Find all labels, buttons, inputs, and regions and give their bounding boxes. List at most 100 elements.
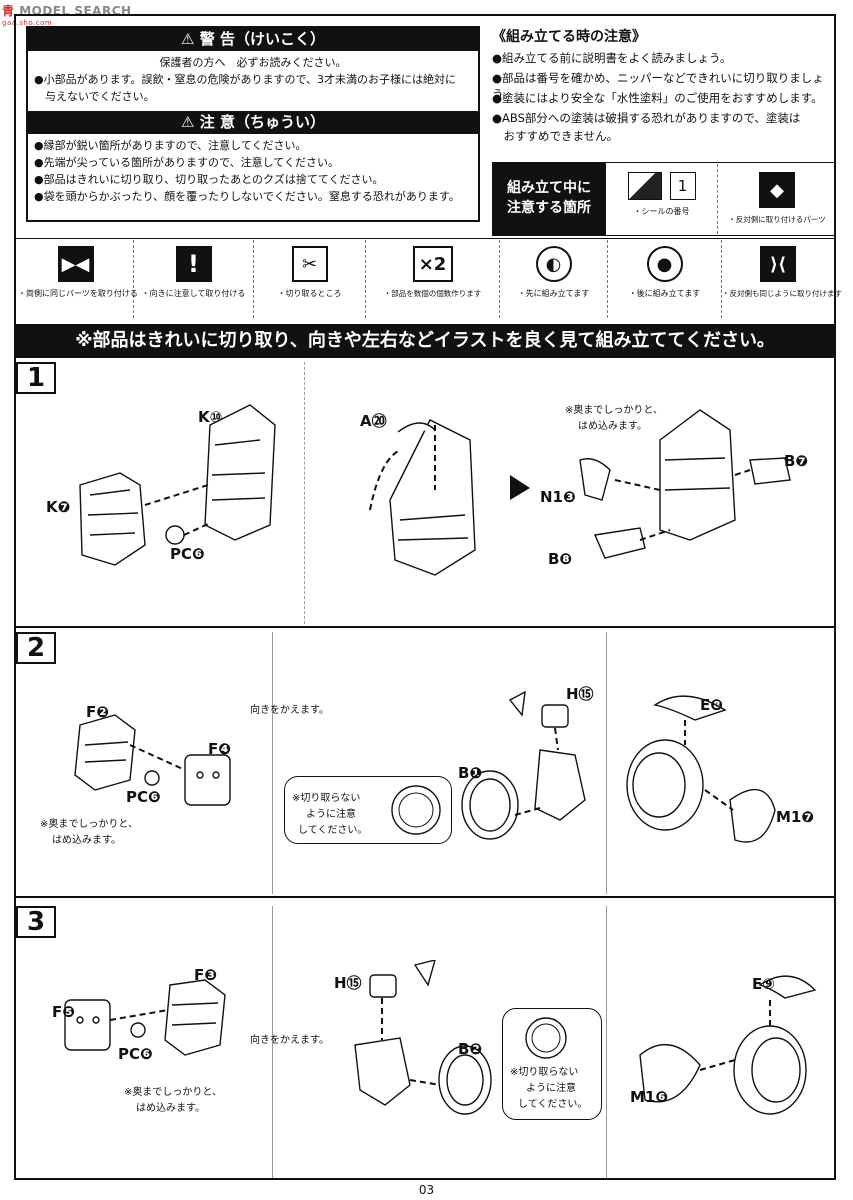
mirror-side-icon: ⟩⟨ — [760, 246, 796, 282]
step-3-cut-line-3: してください。 — [518, 1099, 588, 1110]
legend-first: ◐ ・先に組み立てます — [500, 240, 608, 318]
page-frame — [14, 14, 836, 1180]
step-3-label-b2: B❷ — [458, 1040, 483, 1058]
legend-first-label: ・先に組み立てます — [517, 289, 590, 298]
legend-later: ● ・後に組み立てます — [608, 240, 722, 318]
step-1-illustration-a — [79, 404, 276, 566]
assemble-later-icon: ● — [646, 246, 683, 282]
watermark-logo: 青 — [2, 4, 15, 18]
warning-line-0: 保護者の方へ 必ずお読みください。 — [159, 56, 347, 69]
step-1-split — [304, 362, 305, 624]
step-divider-1 — [14, 626, 836, 628]
notes-line-4: ●ABS部分への塗装は破損する恐れがありますので、塗装は — [492, 111, 801, 125]
legend-both-sides: ▶◀ ・両側に同じパーツを取り付ける — [18, 240, 138, 318]
legend-multiple: ×2 ・部品を数個の個数作ります — [366, 240, 500, 318]
check-points-line-2: 注意する箇所 — [507, 200, 591, 216]
legend-top-sticker: 1 ・シールの番号 — [606, 164, 718, 234]
step-2-label-f4: F❹ — [208, 740, 231, 758]
notes-line-5: おすすめできません。 — [492, 129, 619, 143]
step-2-turn-note: 向きをかえます。 — [250, 705, 329, 716]
notes-line-1: ●組み立てる前に説明書をよく読みましょう。 — [492, 51, 732, 65]
warning-box: ⚠ 警 告（けいこく） 保護者の方へ 必ずお読みください。 ●小部品があります。… — [26, 26, 480, 222]
step-2-label-m17: M1❼ — [776, 808, 815, 826]
caution-line-3: ●部品はきれいに切り取り、切り取ったあとのクズは捨ててください。 — [34, 173, 384, 186]
assemble-first-icon: ◐ — [535, 246, 572, 282]
warning-title: ⚠ 警 告（けいこく） — [28, 28, 478, 51]
step-1-label-b7: B❼ — [784, 452, 809, 470]
step-1-illustration-b — [369, 409, 791, 576]
opposite-side-icon: ◆ — [759, 172, 795, 208]
check-points-header: 組み立て中に 注意する箇所 — [492, 162, 606, 236]
notes-title: 《組み立てる時の注意》 — [492, 29, 646, 45]
step-3-label-f3: F❸ — [194, 966, 217, 984]
nipper-icon: ✂ — [291, 246, 328, 282]
step-1-label-k10: K⑩ — [198, 408, 223, 426]
legend-row — [14, 238, 836, 320]
step-1-label-b8: B❽ — [548, 550, 573, 568]
step-2-label-e8: E❽ — [700, 696, 723, 714]
step-2-illustration-b — [461, 690, 586, 840]
step-2-label-f2: F❷ — [86, 703, 109, 721]
caution-line-2: ●先端が尖っている箇所がありますので、注意してください。 — [34, 156, 339, 169]
step-2-split-2 — [606, 632, 607, 894]
legend-cut: ✂ ・切り取るところ — [254, 240, 366, 318]
step-2-cut-line-2: ように注意 — [306, 809, 356, 820]
times-two-icon: ×2 — [412, 246, 453, 282]
step-3-cut-callout — [502, 1008, 602, 1120]
legend-multiple-label: ・部品を数個の個数作ります — [383, 289, 482, 298]
step-3-note-line-2: はめ込みます。 — [136, 1103, 205, 1114]
step-1-label-pcc: PC❻ — [170, 545, 205, 563]
caution-title: ⚠ 注 意（ちゅうい） — [28, 111, 478, 134]
step-3-note-line-1: ※奥までしっかりと、 — [124, 1087, 222, 1098]
step-3-label-e9: E⑨ — [752, 975, 775, 993]
legend-top-opposite-label: ・反対側に取り付けるパーツ — [728, 215, 826, 224]
legend-later-label: ・後に組み立てます — [628, 289, 701, 298]
step-1-label-n13: N1❸ — [540, 488, 576, 506]
step-divider-2 — [14, 896, 836, 898]
instruction-banner: ※部品はきれいに切り取り、向きや左右などイラストを良く見て組み立ててください。 — [14, 324, 836, 358]
step-1-label-a20: A⑳ — [360, 412, 387, 430]
step-3-illustration-c — [639, 975, 817, 1115]
step-1-label-k7: K❼ — [46, 498, 71, 516]
exclamation-icon: ! — [175, 246, 212, 282]
step-3-illustration-b — [354, 960, 492, 1115]
step-2-label-h15: H⑮ — [566, 685, 594, 703]
step-2-cut-line-3: してください。 — [298, 825, 368, 836]
step-3-label-m16: M1❻ — [630, 1088, 669, 1106]
step-2-label-b1: B❶ — [458, 764, 483, 782]
warning-line-1: ●小部品があります。誤飲・窒息の危険がありますので、3才未満のお子様には絶対に — [34, 73, 457, 86]
notes-line-2: ●部品は番号を確かめ、ニッパーなどできれいに切り取りましょう。 — [492, 71, 824, 101]
legend-top-strip — [606, 162, 836, 236]
step-2-illustration-c — [626, 695, 776, 843]
step-2-illustration-a — [74, 714, 231, 806]
sticker-icon — [627, 172, 662, 200]
step-2-cut-ring — [391, 785, 441, 835]
step-3-turn-note: 向きをかえます。 — [250, 1035, 329, 1046]
legend-both-sides-label: ・両側に同じパーツを取り付ける — [18, 289, 138, 298]
step-2-cut-callout — [284, 776, 452, 844]
legend-top-sticker-label: ・シールの番号 — [633, 207, 690, 216]
page-number: 03 — [418, 1183, 435, 1197]
step-3-split-1 — [272, 906, 273, 1178]
step-2-note-line-2: はめ込みます。 — [52, 835, 121, 846]
notes-line-3: ●塗装にはより安全な「水性塗料」のご使用をおすすめします。 — [492, 91, 823, 105]
step-3-illustration-a — [64, 979, 226, 1056]
legend-top-opposite: ◆ ・反対側に取り付けるパーツ — [718, 164, 836, 234]
step-2-label-pcc: PC❻ — [126, 788, 161, 806]
step-3-label-pcc: PC❻ — [118, 1045, 153, 1063]
step-3-label-h15: H⑮ — [334, 974, 362, 992]
step-3-number: 3 — [16, 906, 56, 938]
watermark-sub: gaa.sho.com — [2, 19, 53, 27]
step-3-label-f5: F❺ — [52, 1003, 75, 1021]
step-2-number: 2 — [16, 632, 56, 664]
legend-direction: ! ・向きに注意して取り付ける — [134, 240, 254, 318]
check-points-line-1: 組み立て中に — [507, 180, 591, 196]
step-3-cut-ring — [525, 1017, 567, 1059]
step-1-note-line-1: ※奥までしっかりと、 — [565, 405, 663, 416]
warning-line-2: 与えないでください。 — [34, 90, 155, 103]
step-3-split-2 — [606, 906, 607, 1178]
legend-same-other-side: ⟩⟨ ・反対側も同じように取り付けます — [722, 240, 842, 318]
legend-cut-label: ・切り取るところ — [277, 289, 342, 298]
legend-same-other-side-label: ・反対側も同じように取り付けます — [722, 289, 842, 298]
caution-line-1: ●縁部が鋭い箇所がありますので、注意してください。 — [34, 139, 307, 152]
